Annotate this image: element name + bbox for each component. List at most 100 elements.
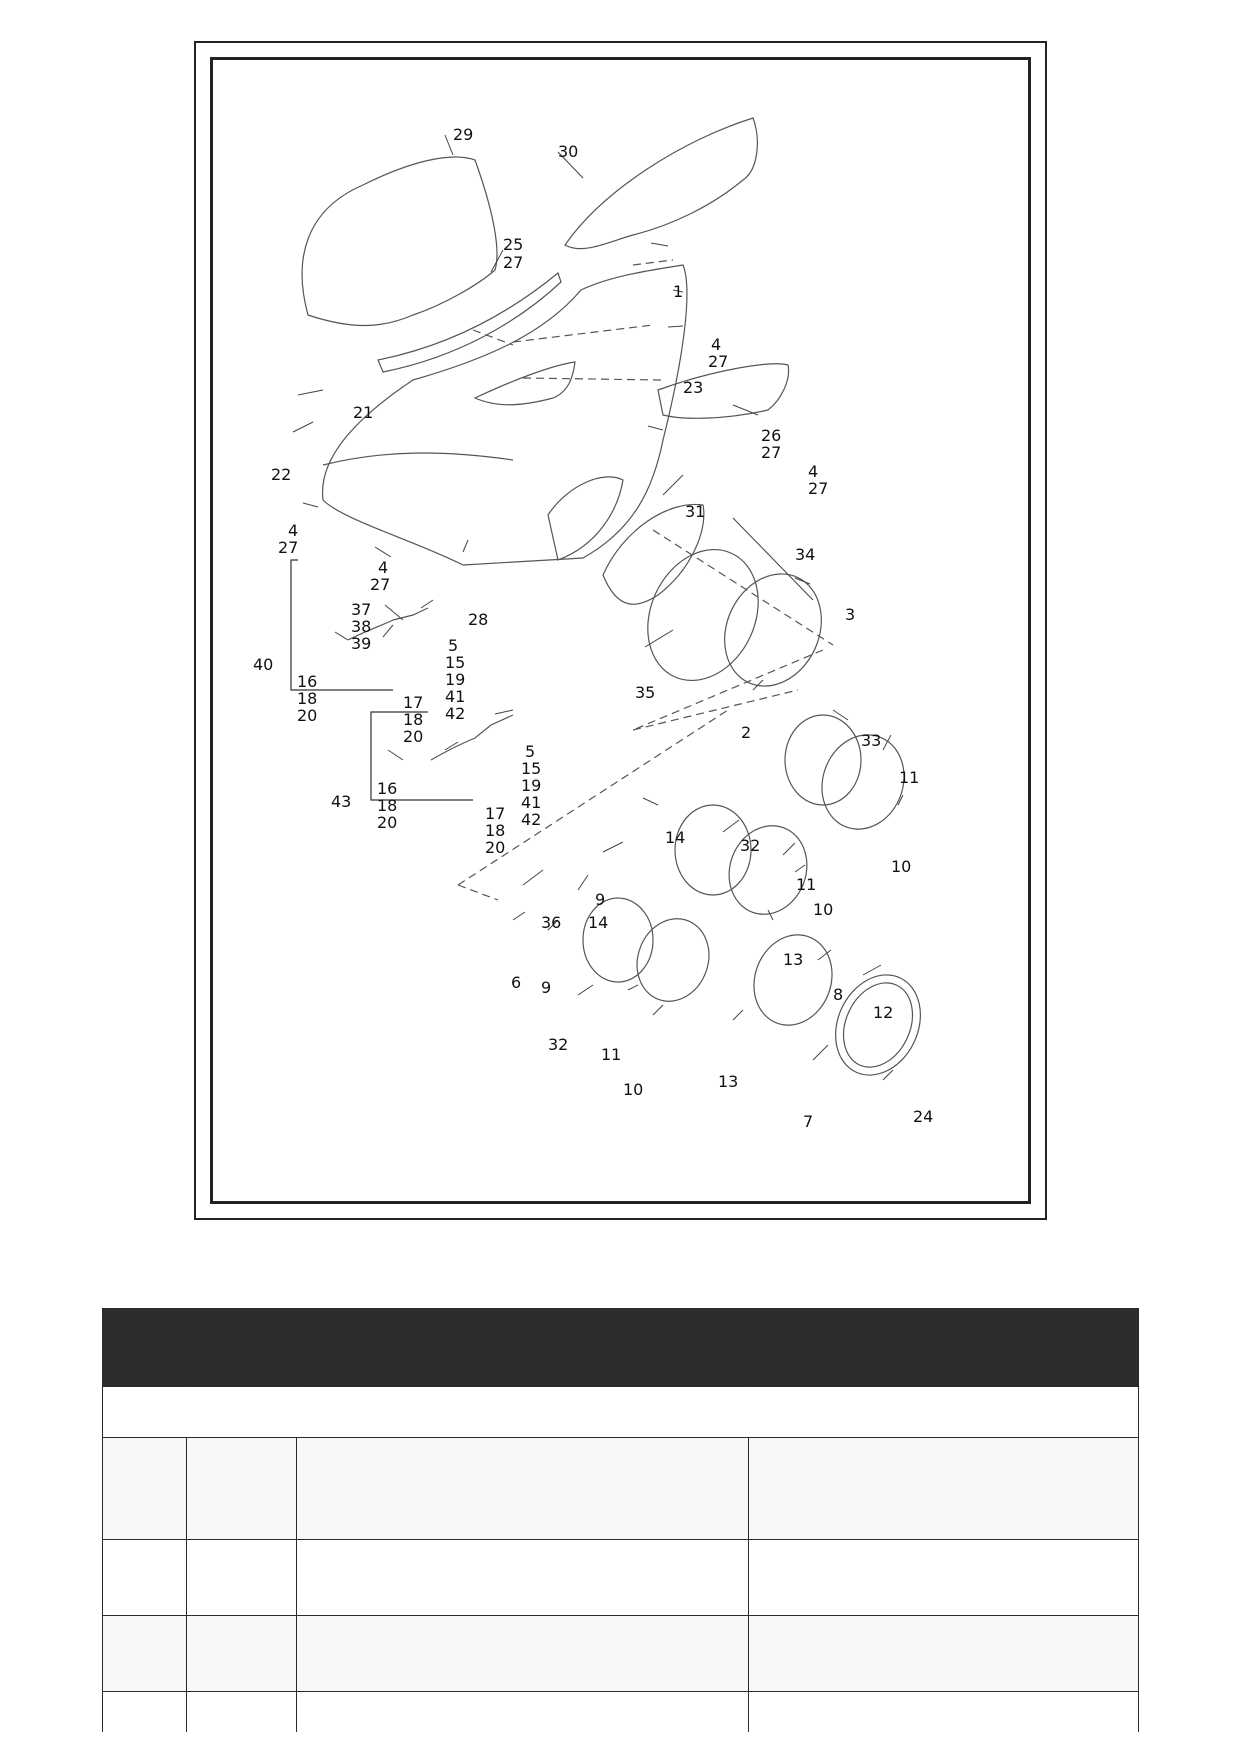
cell-notes <box>748 1615 1139 1692</box>
cell-ref <box>102 1615 187 1692</box>
cell-part-number <box>186 1437 297 1540</box>
callout-label: 15 <box>521 759 541 778</box>
callout-label: 39 <box>351 634 371 653</box>
callout-label: 13 <box>718 1072 738 1091</box>
callout-label: 28 <box>468 610 488 629</box>
cell-ref <box>102 1437 187 1540</box>
deflector-part <box>564 117 758 250</box>
cell-description <box>296 1615 749 1692</box>
ring-11-upper <box>728 825 808 915</box>
ring-11-lower <box>636 918 710 1002</box>
mounting-ring-part <box>647 548 759 682</box>
vent-inner <box>473 361 576 406</box>
header-description <box>296 1308 749 1387</box>
callout-label: 4 <box>808 462 818 481</box>
table-row <box>102 1539 1139 1616</box>
callout-label: 4 <box>288 521 298 540</box>
callout-label: 21 <box>353 403 373 422</box>
cell-description <box>296 1437 749 1540</box>
callout-label: 14 <box>665 828 685 847</box>
section-label <box>102 1386 1139 1438</box>
callout-label: 23 <box>683 378 703 397</box>
lamp-part-lower <box>582 897 654 983</box>
callout-label: 20 <box>297 706 317 725</box>
table-row <box>102 1615 1139 1692</box>
harness-40-wire <box>347 607 429 641</box>
cell-notes <box>748 1437 1139 1540</box>
callout-label: 37 <box>351 600 371 619</box>
callout-label: 24 <box>913 1107 933 1126</box>
callout-label: 20 <box>403 727 423 746</box>
callout-label: 10 <box>623 1080 643 1099</box>
callout-label: 30 <box>558 142 578 161</box>
callout-label: 41 <box>521 793 541 812</box>
callout-label: 42 <box>445 704 465 723</box>
callout-label: 38 <box>351 617 371 636</box>
callout-label: 27 <box>761 443 781 462</box>
callout-label: 16 <box>297 672 317 691</box>
callout-label: 10 <box>813 900 833 919</box>
outer-trim-ring-part <box>835 974 921 1076</box>
callout-label: 11 <box>601 1045 621 1064</box>
callout-label: 2 <box>741 723 751 742</box>
callout-label: 17 <box>485 804 505 823</box>
callout-label: 35 <box>635 683 655 702</box>
callout-label: 19 <box>445 670 465 689</box>
headlamp-opening <box>547 476 624 561</box>
cell-notes <box>748 1691 1139 1732</box>
callout-label: 14 <box>588 913 608 932</box>
callout-label: 27 <box>503 253 523 272</box>
callout-label: 13 <box>783 950 803 969</box>
header-ref <box>102 1308 187 1387</box>
callout-label: 33 <box>861 731 881 750</box>
trim-ring-part <box>602 503 705 605</box>
callout-label: 1 <box>673 282 683 301</box>
callout-label: 9 <box>541 978 551 997</box>
led-headlamp-part <box>784 714 862 806</box>
callout-label: 41 <box>445 687 465 706</box>
callout-label: 25 <box>503 235 523 254</box>
cell-description <box>296 1691 749 1732</box>
callout-label: 27 <box>370 575 390 594</box>
callout-label: 8 <box>833 985 843 1004</box>
callout-label: 11 <box>796 875 816 894</box>
callout-label: 9 <box>595 890 605 909</box>
table-header-row <box>102 1308 1139 1387</box>
callout-label: 17 <box>403 693 423 712</box>
mounting-bracket-part <box>724 573 822 687</box>
callout-label: 5 <box>525 742 535 761</box>
callout-label: 31 <box>685 502 705 521</box>
outer-trim-ring-inner <box>842 982 914 1068</box>
windshield-part <box>301 156 498 327</box>
dashed-guide-lines <box>457 259 834 901</box>
callout-label: 4 <box>378 558 388 577</box>
callout-label: 42 <box>521 810 541 829</box>
header-part-number <box>186 1308 297 1387</box>
cell-ref <box>102 1539 187 1616</box>
vent-part <box>657 363 790 419</box>
callout-label: 18 <box>377 796 397 815</box>
callout-label: 7 <box>803 1112 813 1131</box>
callout-label: 32 <box>548 1035 568 1054</box>
headlamp-ring-33 <box>821 734 905 830</box>
cell-part-number <box>186 1539 297 1616</box>
callout-label: 27 <box>808 479 828 498</box>
cell-description <box>296 1539 749 1616</box>
callout-label: 40 <box>253 655 273 674</box>
callout-label: 6 <box>511 973 521 992</box>
parts-table <box>102 1308 1139 1732</box>
callout-label: 16 <box>377 779 397 798</box>
callout-label: 27 <box>708 352 728 371</box>
lamp-part-upper <box>674 804 752 896</box>
table-section-row <box>102 1386 1139 1438</box>
callout-label: 18 <box>403 710 423 729</box>
callout-label: 3 <box>845 605 855 624</box>
fairing-contour <box>322 452 514 466</box>
callout-label: 18 <box>297 689 317 708</box>
callout-label: 22 <box>271 465 291 484</box>
callout-label: 20 <box>485 838 505 857</box>
trim-strip-part <box>377 271 562 373</box>
callout-label: 4 <box>711 335 721 354</box>
